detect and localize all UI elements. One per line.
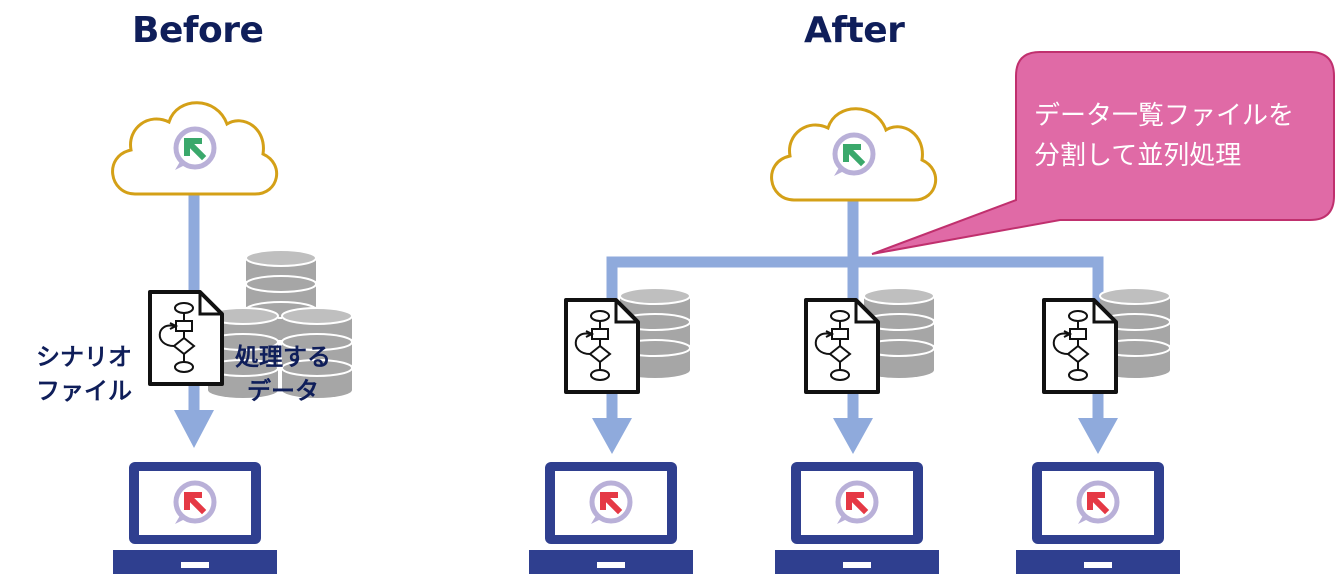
worker-2	[775, 287, 939, 574]
worker-3	[1016, 287, 1180, 574]
after-arrow-head	[833, 418, 873, 454]
data-to-process-label-line: データ	[247, 377, 319, 405]
scenario-file-icon	[564, 298, 640, 394]
callout-text: データ一覧ファイルを 分割して並列処理	[1034, 96, 1294, 176]
laptop-app-icon	[175, 483, 214, 524]
scenario-file-icon	[804, 298, 880, 394]
after-cloud-icon	[770, 107, 938, 202]
before-scenario-file-icon	[148, 290, 224, 386]
data-to-process-label-line: 処理する	[235, 343, 331, 371]
after-title: After	[804, 10, 905, 51]
laptop-app-icon	[1078, 483, 1117, 524]
scenario-file-label: シナリオ ファイル	[22, 340, 146, 408]
cloud-app-icon	[175, 129, 214, 170]
before-cloud-icon	[111, 101, 279, 196]
cloud-app-icon	[834, 135, 873, 176]
laptop-app-icon	[837, 483, 876, 524]
before-arrow-head	[174, 410, 214, 448]
worker-1	[529, 287, 693, 574]
data-to-process-label: 処理する データ	[220, 340, 346, 408]
scenario-file-label-line: ファイル	[36, 377, 132, 405]
laptop-icon	[775, 462, 939, 574]
scenario-file-icon	[1042, 298, 1118, 394]
after-arrow-head	[1078, 418, 1118, 454]
scenario-file-label-line: シナリオ	[36, 343, 132, 371]
before-title: Before	[132, 10, 264, 51]
after-arrow-head	[592, 418, 632, 454]
laptop-icon	[529, 462, 693, 574]
laptop-icon	[1016, 462, 1180, 574]
before-laptop-icon	[113, 462, 277, 574]
laptop-app-icon	[591, 483, 630, 524]
callout-text-line: データ一覧ファイルを	[1034, 101, 1295, 131]
callout-bubble	[871, 51, 1335, 255]
callout-text-line: 分割して並列処理	[1034, 141, 1242, 171]
